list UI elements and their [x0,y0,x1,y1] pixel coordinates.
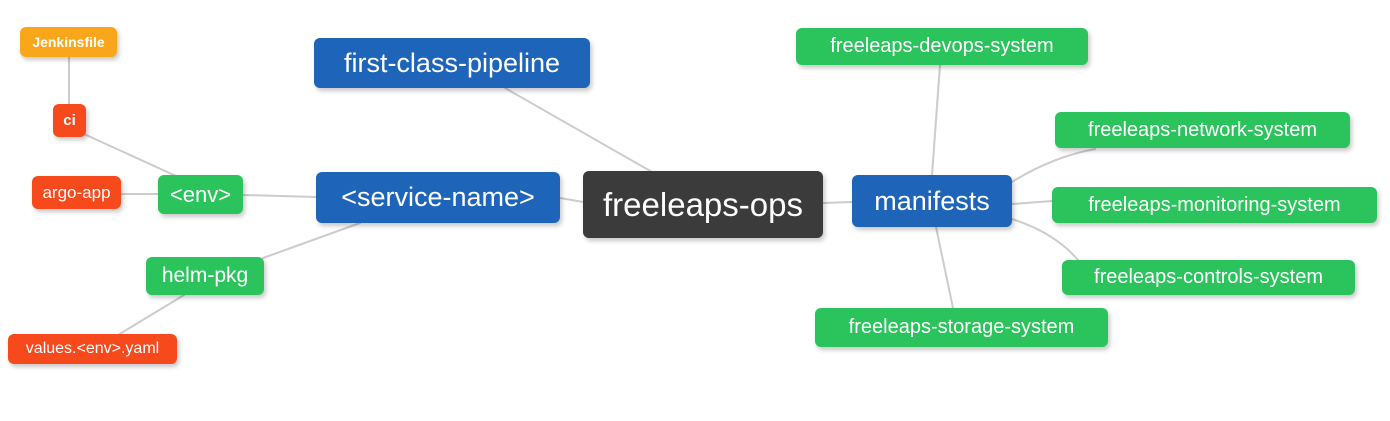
edge-service-name-helm-pkg [262,222,361,259]
edge-manifests-controls [1011,218,1079,261]
node-freeleaps-monitoring-system[interactable]: freeleaps-monitoring-system [1052,187,1377,223]
node-helm-pkg[interactable]: helm-pkg [146,257,264,295]
edge-root-manifests [822,201,853,204]
edge-pipeline-root [504,87,653,173]
edge-env-service-name [242,194,317,198]
node-freeleaps-ops-root[interactable]: freeleaps-ops [583,171,823,238]
node-first-class-pipeline[interactable]: first-class-pipeline [314,38,590,88]
edge-service-name-root [559,197,584,203]
edge-manifests-storage [935,226,954,309]
node-env[interactable]: <env> [158,175,243,214]
edge-manifests-devops [931,64,941,176]
node-ci[interactable]: ci [53,104,86,137]
node-argo-app[interactable]: argo-app [32,176,121,209]
node-freeleaps-devops-system[interactable]: freeleaps-devops-system [796,28,1088,65]
edge-manifests-monitoring [1011,200,1053,205]
edge-manifests-network [1011,148,1096,183]
edge-ci-env [83,133,177,177]
node-manifests[interactable]: manifests [852,175,1012,227]
node-service-name[interactable]: <service-name> [316,172,560,223]
node-freeleaps-storage-system[interactable]: freeleaps-storage-system [815,308,1108,347]
node-values-env-yaml[interactable]: values.<env>.yaml [8,334,177,364]
node-freeleaps-network-system[interactable]: freeleaps-network-system [1055,112,1350,148]
node-jenkinsfile[interactable]: Jenkinsfile [20,27,117,57]
edge-helm-pkg-values [117,294,185,336]
node-freeleaps-controls-system[interactable]: freeleaps-controls-system [1062,260,1355,295]
